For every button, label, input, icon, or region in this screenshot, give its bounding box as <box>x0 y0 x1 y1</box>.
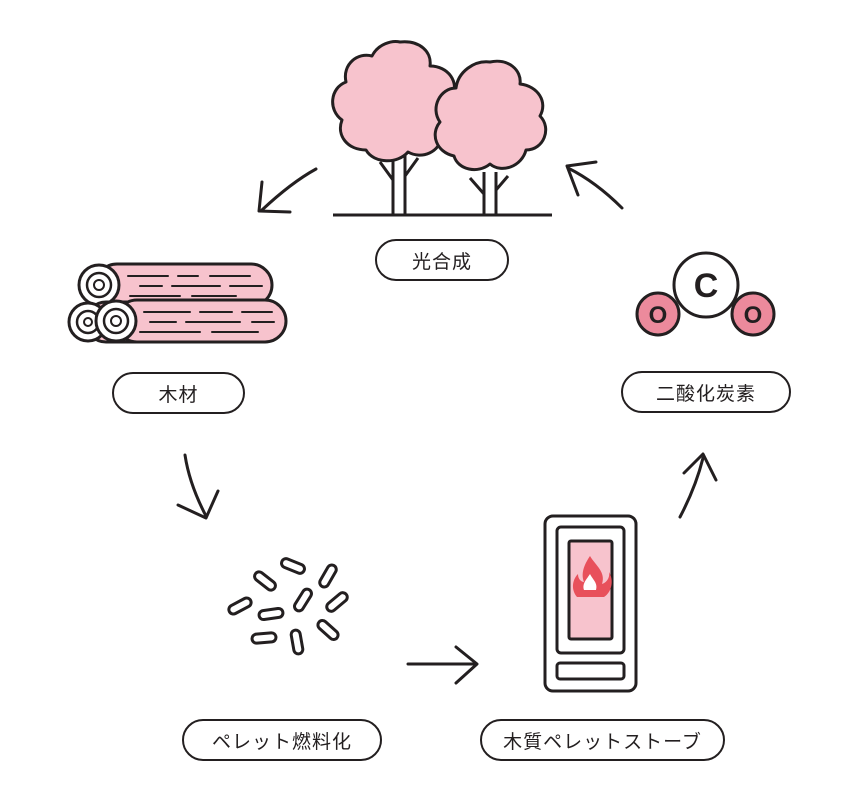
logs-icon <box>67 262 288 344</box>
photosynthesis-label: 光合成 <box>375 239 509 281</box>
oxygen-symbol-left: O <box>649 302 668 329</box>
pellets-icon <box>227 557 349 656</box>
trees-icon <box>331 40 552 217</box>
arrow-trees-to-wood <box>257 167 318 214</box>
wood-label: 木材 <box>112 372 245 414</box>
oxygen-atom-left <box>635 291 681 337</box>
arrow-co2-to-trees <box>565 160 624 210</box>
flame-icon <box>572 556 612 597</box>
carbon-atom <box>672 251 740 319</box>
oxygen-atom-right <box>730 291 776 337</box>
co2-label: 二酸化炭素 <box>621 371 791 413</box>
pellet-fuel-label: ペレット燃料化 <box>182 719 382 761</box>
co2-molecule-icon <box>635 251 776 337</box>
pellet-stove-icon <box>543 514 638 693</box>
oxygen-symbol-right: O <box>744 302 763 329</box>
arrow-pellets-to-stove <box>406 645 479 685</box>
carbon-symbol: C <box>694 267 719 305</box>
arrow-stove-to-co2 <box>678 452 718 519</box>
arrow-wood-to-pellets <box>176 453 220 520</box>
pellet-stove-label: 木質ペレットストーブ <box>480 719 725 761</box>
